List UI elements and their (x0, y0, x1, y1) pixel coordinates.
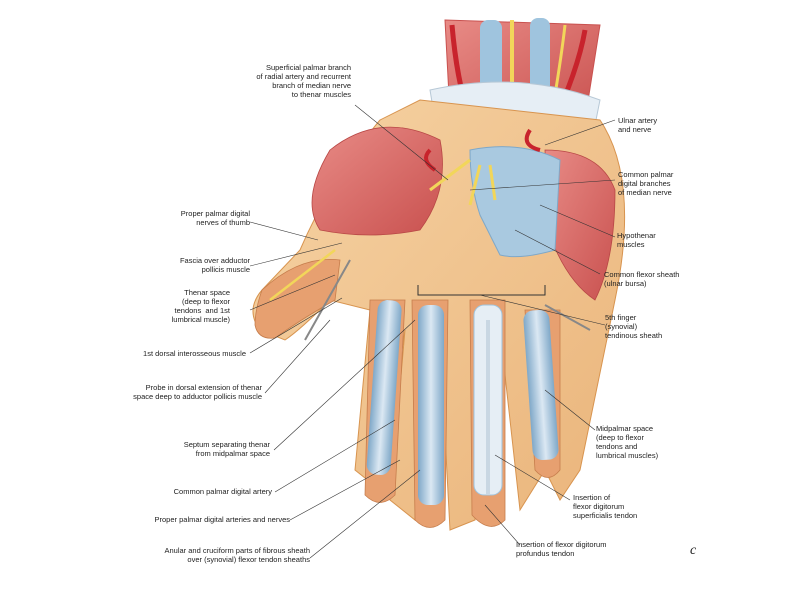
label-ulnar-artery: Ulnar artery and nerve (618, 116, 658, 134)
label-hypothenar-muscles: Hypothenar muscles (617, 231, 656, 249)
thumb-nerves (269, 249, 336, 301)
label-superficial-palmar-branch: Superficial palmar branch of radial arte… (256, 63, 351, 99)
label-midpalmar-space: Midpalmar space (deep to flexor tendons … (596, 424, 659, 460)
thumb (254, 259, 341, 339)
little-finger (523, 309, 561, 478)
leader-lines (249, 104, 616, 559)
wrist-tendon-2 (530, 18, 550, 93)
thenar-muscles (311, 126, 443, 236)
label-first-dorsal-interosseous: 1st dorsal interosseous muscle (143, 349, 246, 358)
label-proper-palmar-digital-thumb: Proper palmar digital nerves of thumb (180, 209, 250, 227)
midpalmar-bracket (417, 285, 546, 296)
label-common-flexor-sheath: Common flexor sheath (ulnar bursa) (604, 270, 680, 288)
label-proper-palmar-digital-arteries: Proper palmar digital arteries and nerve… (154, 515, 290, 524)
index-finger (364, 299, 406, 503)
thenar-vessel (424, 148, 437, 172)
label-insertion-fds: Insertion of flexor digitorum superficia… (573, 493, 638, 520)
middle-finger (411, 299, 449, 528)
label-probe-dorsal-extension: Probe in dorsal extension of thenar spac… (133, 383, 262, 401)
label-anular-cruciform: Anular and cruciform parts of fibrous sh… (164, 546, 311, 564)
label-fifth-finger-sheath: 5th finger (synovial) tendinous sheath (605, 313, 663, 340)
label-common-palmar-digital-branches: Common palmar digital branches of median… (618, 170, 674, 197)
probe-right (544, 304, 591, 331)
wrist-tendon-1 (480, 20, 502, 90)
hypothenar-muscles (544, 149, 616, 301)
label-insertion-fdp: Insertion of flexor digitorum profundus … (516, 540, 607, 558)
label-septum-separating: Septum separating thenar from midpalmar … (183, 440, 270, 458)
label-thenar-space: Thenar space (deep to flexor tendons and… (171, 288, 230, 324)
probe (304, 259, 351, 341)
label-common-palmar-digital-artery: Common palmar digital artery (173, 487, 272, 496)
ulnar-vessel-palm (524, 128, 541, 152)
artist-signature: c (690, 543, 697, 558)
label-fascia-adductor: Fascia over adductor pollicis muscle (179, 256, 250, 274)
ring-finger (469, 299, 506, 527)
median-nerve-palm (429, 158, 497, 206)
